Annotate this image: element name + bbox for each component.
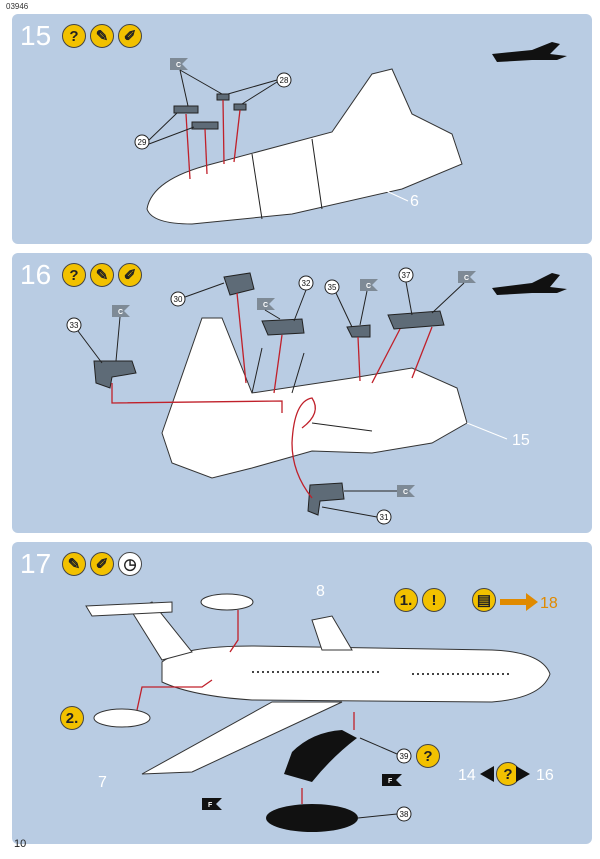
callout-37: 37 — [402, 271, 411, 280]
flag-f-icon — [382, 774, 402, 786]
svg-text:C: C — [366, 283, 371, 290]
airplane-silhouette-icon — [492, 273, 567, 295]
callout-28: 28 — [280, 76, 289, 85]
stand-part — [284, 730, 357, 782]
stand-base — [266, 804, 358, 832]
glue-icon: ✎ — [90, 24, 114, 48]
wing-outline — [141, 701, 343, 775]
part-32 — [261, 318, 305, 336]
step-16-diagram: C C C C C 30 31 32 33 35 37 15 — [66, 267, 567, 525]
flag-c-icon — [170, 58, 188, 70]
part-29-a — [173, 105, 199, 114]
callout-32: 32 — [302, 279, 311, 288]
flag-c-icon — [257, 298, 275, 310]
part-35 — [346, 324, 371, 338]
svg-text:C: C — [118, 309, 123, 316]
step-15-panel: 15 ? ✎ ✐ C 28 29 6 — [12, 14, 592, 244]
glue-icon: ✎ — [90, 263, 114, 287]
svg-text:C: C — [403, 489, 408, 496]
step-17-diagram: 18 F F 39 38 8 7 14 — [85, 583, 558, 832]
step-number: 15 — [20, 20, 52, 51]
decal-icon: ▤ — [472, 588, 496, 612]
svg-text:C: C — [464, 275, 469, 282]
svg-text:F: F — [388, 778, 393, 785]
part-label-8: 8 — [316, 583, 325, 600]
flag-c-icon — [397, 485, 415, 497]
question-badge: ? — [62, 263, 86, 287]
callout-39: 39 — [400, 752, 409, 761]
part-label-7: 7 — [98, 774, 107, 791]
glue-icon: ✎ — [62, 552, 86, 576]
callout-35: 35 — [328, 283, 337, 292]
step-number: 17 — [20, 548, 52, 579]
part-29-b — [191, 121, 219, 130]
badge-attention: ! — [422, 588, 446, 612]
step-17-panel: 17 ✎ ✐ ◷ 1. ! ▤ 2. ? ? 18 F F — [12, 542, 592, 844]
callout-38: 38 — [400, 810, 409, 819]
paint-brush-icon: ✐ — [90, 552, 114, 576]
callout-30: 30 — [174, 295, 183, 304]
question-badge: ? — [416, 744, 440, 768]
next-step-number: 18 — [540, 595, 558, 612]
page-number: 10 — [14, 838, 27, 850]
part-37 — [387, 310, 445, 330]
tail-section-outline — [161, 317, 468, 479]
fuselage-nose-outline — [146, 68, 463, 225]
part-30 — [223, 272, 255, 296]
step-15-diagram: C 28 29 6 — [134, 42, 567, 225]
flag-c-icon — [112, 305, 130, 317]
airplane-silhouette-icon — [492, 42, 567, 62]
clock-icon: ◷ — [118, 552, 142, 576]
double-arrow-icon — [480, 766, 530, 782]
badge-step-1: 1. — [394, 588, 418, 612]
part-28-b — [233, 103, 247, 111]
svg-text:C: C — [263, 302, 268, 309]
callout-31: 31 — [380, 513, 389, 522]
question-badge: ? — [62, 24, 86, 48]
step-16-panel: 16 ? ✎ ✐ C C C C C 30 — [12, 253, 592, 533]
part-28-a — [216, 93, 230, 101]
svg-text:F: F — [208, 802, 213, 809]
svg-text:C: C — [176, 62, 181, 69]
callout-29: 29 — [138, 138, 147, 147]
callout-33: 33 — [70, 321, 79, 330]
part-31 — [307, 482, 345, 516]
document-code: 03946 — [6, 2, 29, 11]
part-label-14: 14 — [458, 767, 476, 784]
step-number: 16 — [20, 259, 52, 290]
horizontal-stabilizer-outline — [85, 601, 173, 617]
flag-f-icon — [202, 798, 222, 810]
next-step-arrow-icon — [500, 593, 538, 611]
vertical-stabilizer-outline — [311, 615, 353, 651]
part-33 — [93, 360, 137, 389]
fuselage-outline — [161, 645, 551, 703]
paint-brush-icon: ✐ — [118, 24, 142, 48]
part-label-6: 6 — [410, 193, 419, 210]
badge-step-2: 2. — [60, 706, 84, 730]
flag-c-icon — [458, 271, 476, 283]
engine-8 — [200, 593, 254, 611]
flag-c-icon — [360, 279, 378, 291]
engine-7 — [93, 708, 151, 728]
part-label-16: 16 — [536, 767, 554, 784]
paint-brush-icon: ✐ — [118, 263, 142, 287]
part-label-15: 15 — [512, 432, 530, 449]
